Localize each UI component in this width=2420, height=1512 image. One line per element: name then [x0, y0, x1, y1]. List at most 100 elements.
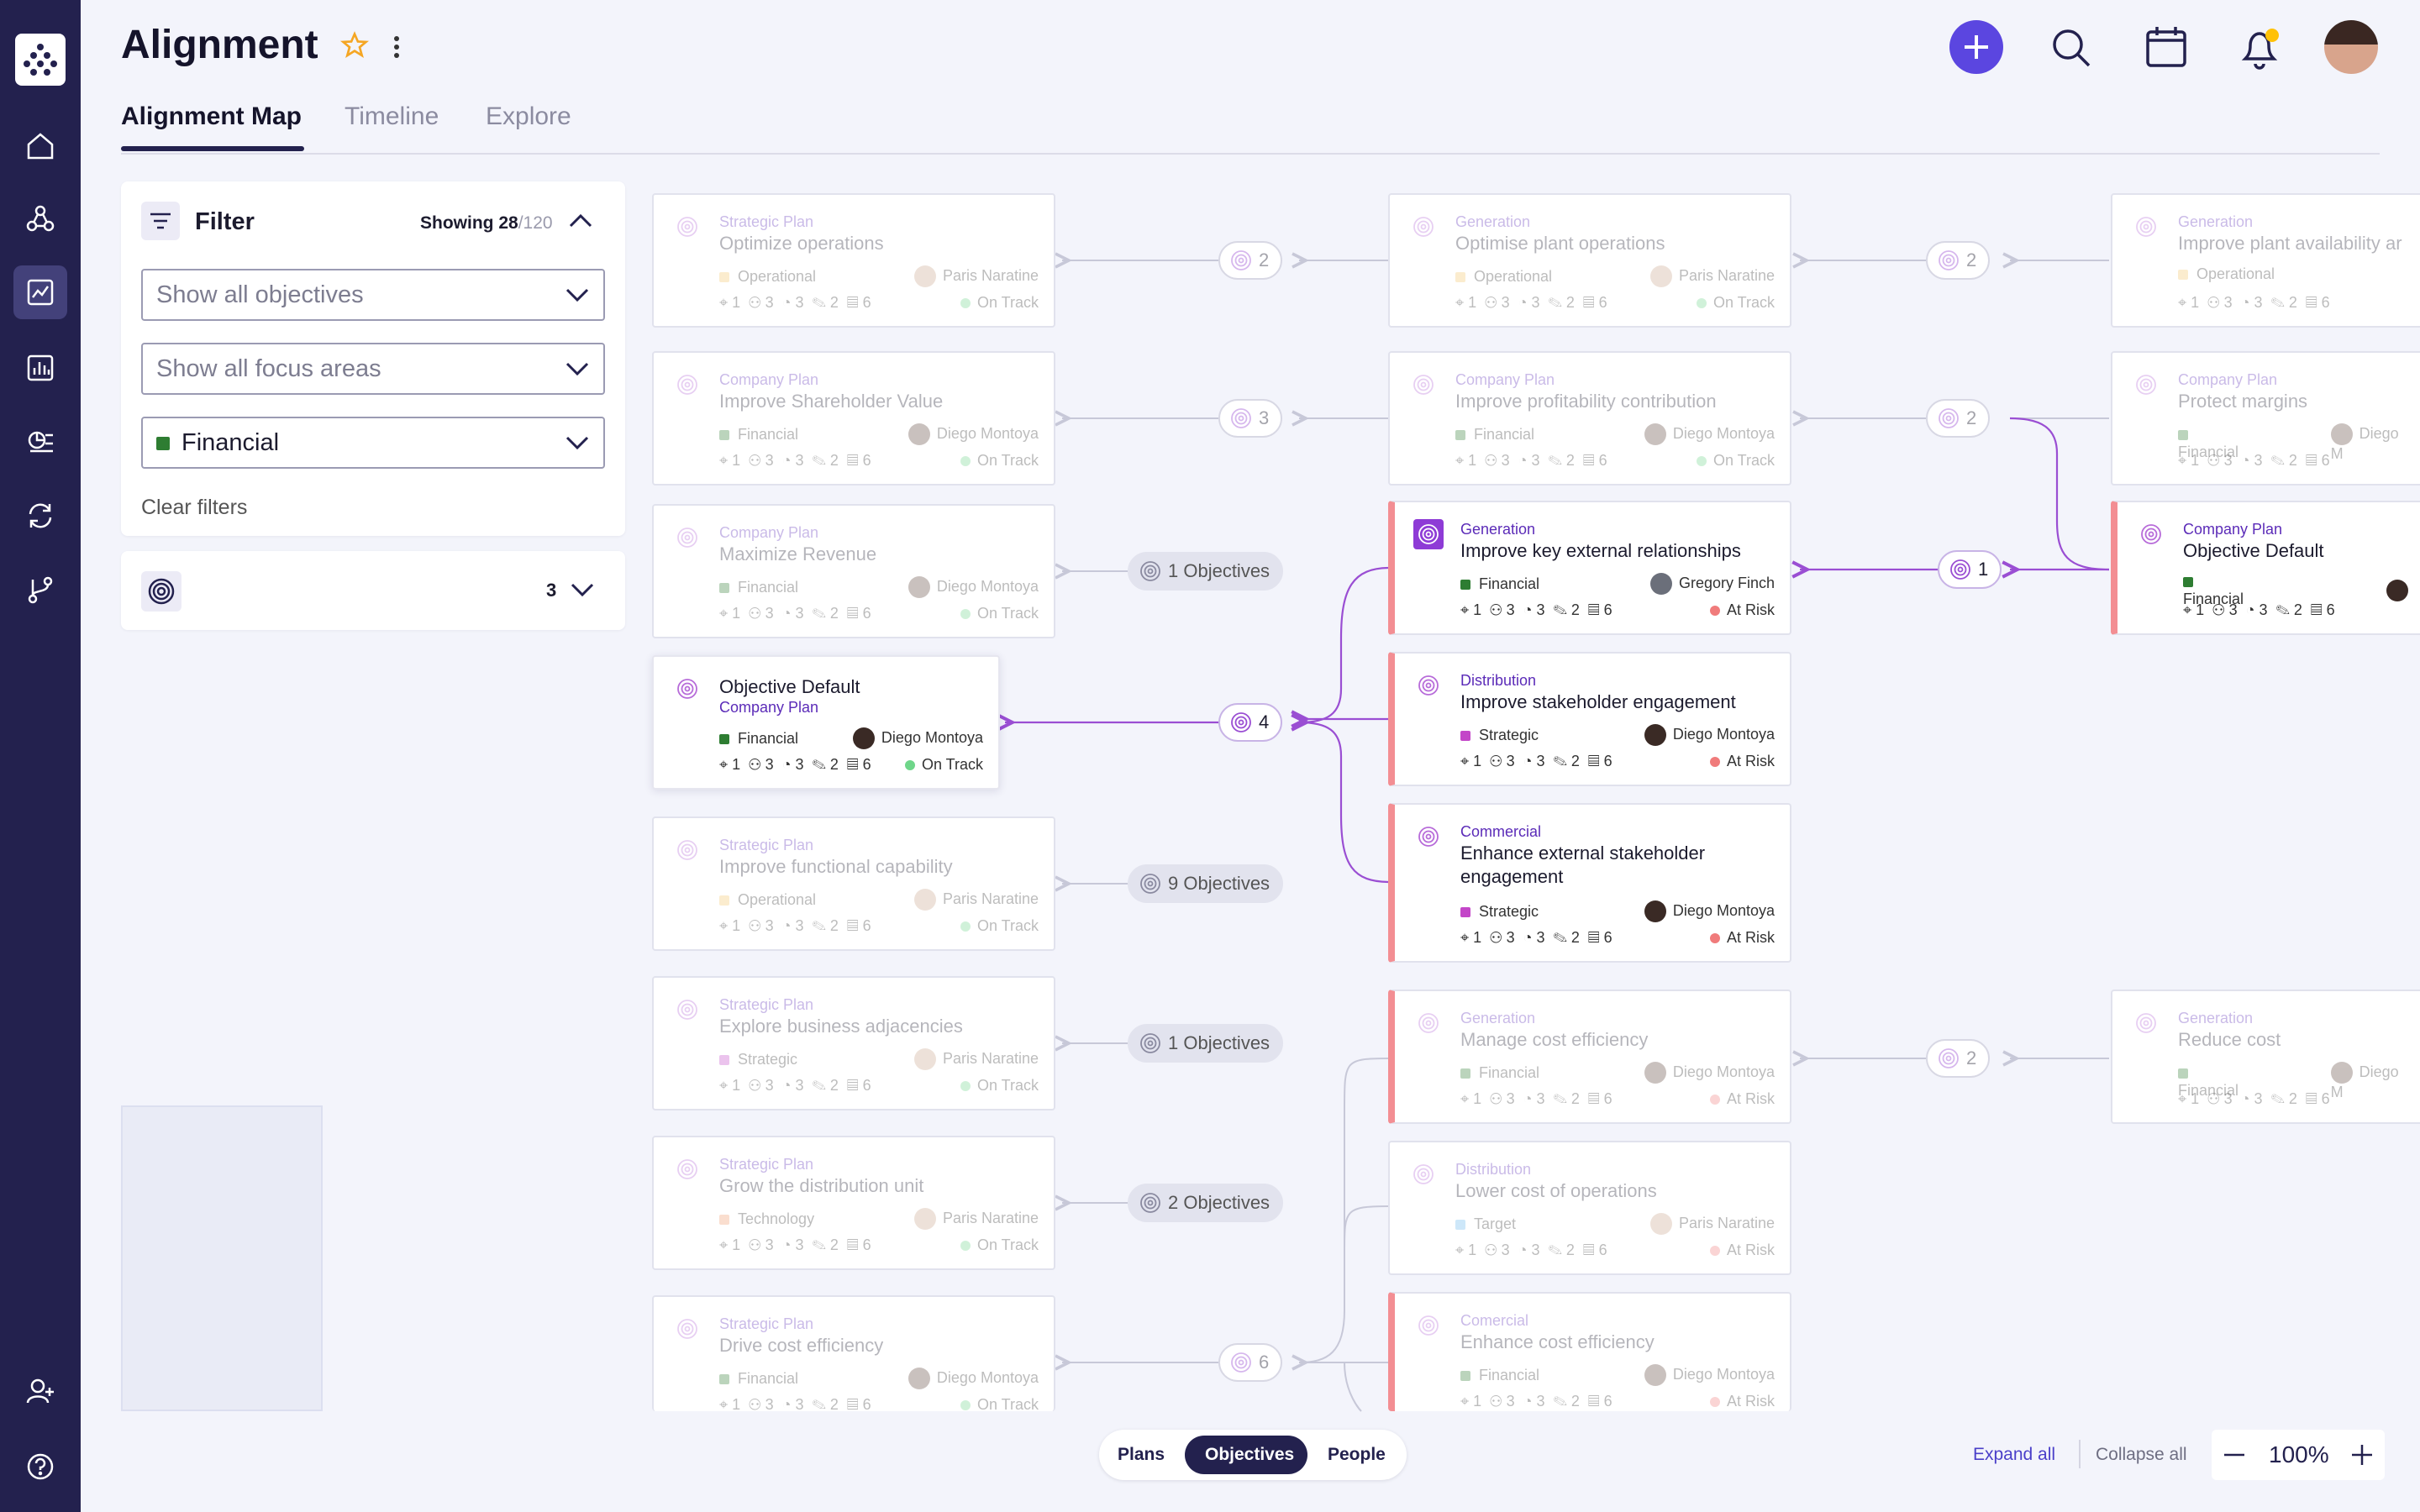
- connection-count-pill[interactable]: 3: [1218, 399, 1283, 438]
- network-icon[interactable]: [13, 192, 67, 245]
- zoom-control: 100%: [2212, 1430, 2385, 1480]
- objective-card-at-risk[interactable]: Commercial Enhance external stakeholder …: [1388, 803, 1791, 963]
- objective-card-at-risk[interactable]: Company Plan Objective Default Financial…: [2111, 501, 2420, 635]
- tab-explore[interactable]: Explore: [486, 102, 571, 130]
- target-icon: [2134, 1011, 2158, 1035]
- star-icon[interactable]: [339, 30, 370, 65]
- target-icon: [1412, 215, 1435, 239]
- calendar-icon[interactable]: [2144, 25, 2188, 73]
- collapse-all-link[interactable]: Collapse all: [2096, 1445, 2187, 1464]
- connection-count-pill[interactable]: 2: [1218, 241, 1283, 280]
- zoom-out-icon[interactable]: [2222, 1443, 2247, 1471]
- search-icon[interactable]: [2050, 27, 2092, 73]
- view-tabs: Alignment Map Timeline Explore: [121, 102, 2380, 155]
- metrics: ⌖ 1 ⚇ 3 ◔ 3 ✎ 2 ▤ 6: [719, 452, 871, 469]
- connection-count-pill[interactable]: 4: [1218, 703, 1283, 742]
- metrics: ⌖ 1 ⚇ 3 ◔ 3 ✎ 2 ▤ 6: [1455, 294, 1607, 311]
- target-icon: [1412, 373, 1435, 396]
- metrics: ⌖ 1 ⚇ 3 ◔ 3 ✎ 2 ▤ 6: [1460, 753, 1612, 769]
- app-logo-icon[interactable]: [15, 34, 66, 86]
- metrics: ⌖ 1 ⚇ 3 ◔ 3 ✎ 2 ▤ 6: [719, 1236, 871, 1253]
- chevron-down-icon[interactable]: [570, 581, 595, 602]
- connection-count-pill[interactable]: 2: [1926, 241, 1991, 280]
- people-toggle[interactable]: People: [1328, 1445, 1386, 1464]
- metrics: ⌖ 1 ⚇ 3 ◔ 3 ✎ 2 ▤ 6: [719, 1396, 871, 1413]
- objective-card[interactable]: Company Plan Improve Shareholder Value F…: [652, 351, 1055, 486]
- sync-icon[interactable]: [13, 489, 67, 543]
- add-user-icon[interactable]: [13, 1364, 67, 1418]
- metrics: ⌖ 1 ⚇ 3 ◔ 3 ✎ 2 ▤ 6: [1460, 929, 1612, 946]
- connection-count-pill[interactable]: 2: [1926, 1039, 1991, 1078]
- group-count: 3: [546, 580, 557, 601]
- objective-card[interactable]: Strategic Plan Explore business adjacenc…: [652, 976, 1055, 1110]
- add-button[interactable]: [1949, 20, 2003, 74]
- target-icon: [141, 571, 182, 612]
- objectives-select[interactable]: Show all objectives: [141, 269, 605, 321]
- category-select[interactable]: Financial: [141, 417, 605, 469]
- notifications-icon[interactable]: [2238, 25, 2284, 75]
- objective-card[interactable]: Generation Improve plant availability ar…: [2111, 193, 2420, 328]
- objective-card[interactable]: Strategic Plan Optimize operations Opera…: [652, 193, 1055, 328]
- focus-areas-select[interactable]: Show all focus areas: [141, 343, 605, 395]
- active-tab-indicator: [121, 146, 304, 151]
- target-icon: [676, 373, 699, 396]
- objective-card[interactable]: Strategic Plan Improve functional capabi…: [652, 816, 1055, 951]
- plans-toggle[interactable]: Plans: [1118, 1445, 1165, 1464]
- branch-icon[interactable]: [13, 563, 67, 617]
- tab-alignment-map[interactable]: Alignment Map: [121, 102, 302, 130]
- objective-card-selected[interactable]: Objective Default Company Plan Financial…: [652, 655, 1000, 790]
- objectives-count-pill[interactable]: 1 Objectives: [1128, 552, 1284, 591]
- report-icon[interactable]: [13, 415, 67, 469]
- clear-filters-link[interactable]: Clear filters: [141, 496, 248, 519]
- connection-count-pill[interactable]: 1: [1938, 550, 2002, 589]
- tab-timeline[interactable]: Timeline: [345, 102, 439, 130]
- objective-card[interactable]: Generation Manage cost efficiency Financ…: [1388, 990, 1791, 1124]
- target-icon: [2134, 215, 2158, 239]
- objective-group-panel[interactable]: 3: [121, 551, 625, 630]
- metrics: ⌖ 1 ⚇ 3 ◔ 3 ✎ 2 ▤ 6: [2178, 294, 2330, 311]
- target-icon: [676, 677, 699, 701]
- target-icon: [676, 1158, 699, 1181]
- help-icon[interactable]: [13, 1440, 67, 1494]
- connection-count-pill[interactable]: 6: [1218, 1343, 1283, 1382]
- objectives-toggle-active[interactable]: [1185, 1436, 1307, 1474]
- objective-card-at-risk[interactable]: Generation Improve key external relation…: [1388, 501, 1791, 635]
- collapse-filter-icon[interactable]: [568, 210, 593, 234]
- zoom-in-icon[interactable]: [2349, 1443, 2375, 1471]
- objectives-count-pill[interactable]: 2 Objectives: [1128, 1184, 1284, 1222]
- target-icon: [676, 838, 699, 862]
- objectives-count-pill[interactable]: 1 Objectives: [1128, 1024, 1284, 1063]
- zoom-level: 100%: [2269, 1441, 2329, 1467]
- target-icon: [1417, 1011, 1440, 1035]
- column-3-clip: Generation Improve plant availability ar…: [2107, 0, 2420, 1512]
- bar-chart-icon[interactable]: [13, 341, 67, 395]
- objective-card[interactable]: Company Plan Improve profitability contr…: [1388, 351, 1791, 486]
- metrics: ⌖ 1 ⚇ 3 ◔ 3 ✎ 2 ▤ 6: [719, 294, 871, 311]
- metrics: ⌖ 1 ⚇ 3 ◔ 3 ✎ 2 ▤ 6: [719, 1077, 871, 1094]
- objective-card[interactable]: Strategic Plan Drive cost efficiency Fin…: [652, 1295, 1055, 1413]
- user-avatar[interactable]: [2324, 20, 2378, 74]
- objective-card[interactable]: Generation Optimise plant operations Ope…: [1388, 193, 1791, 328]
- metrics: ⌖ 1 ⚇ 3 ◔ 3 ✎ 2 ▤ 6: [1455, 1242, 1607, 1258]
- more-options-icon[interactable]: [387, 32, 407, 66]
- target-icon: [1417, 674, 1440, 697]
- objective-card[interactable]: Strategic Plan Grow the distribution uni…: [652, 1136, 1055, 1270]
- target-icon: [676, 215, 699, 239]
- objective-card-at-risk[interactable]: Distribution Improve stakeholder engagem…: [1388, 652, 1791, 786]
- expand-all-link[interactable]: Expand all: [1973, 1445, 2056, 1464]
- objectives-count-pill[interactable]: 9 Objectives: [1128, 864, 1284, 903]
- alignment-chart-icon[interactable]: [13, 265, 67, 319]
- connection-count-pill[interactable]: 2: [1926, 399, 1991, 438]
- target-icon: [676, 526, 699, 549]
- home-icon[interactable]: [13, 119, 67, 173]
- metrics: ⌖ 1 ⚇ 3 ◔ 3 ✎ 2 ▤ 6: [719, 605, 871, 622]
- objective-card[interactable]: Comercial Enhance cost efficiency Financ…: [1388, 1292, 1791, 1411]
- objective-card[interactable]: Distribution Lower cost of operations Ta…: [1388, 1141, 1791, 1275]
- minimap[interactable]: [121, 1105, 323, 1411]
- chevron-down-icon: [566, 436, 589, 450]
- target-icon: [2139, 522, 2163, 546]
